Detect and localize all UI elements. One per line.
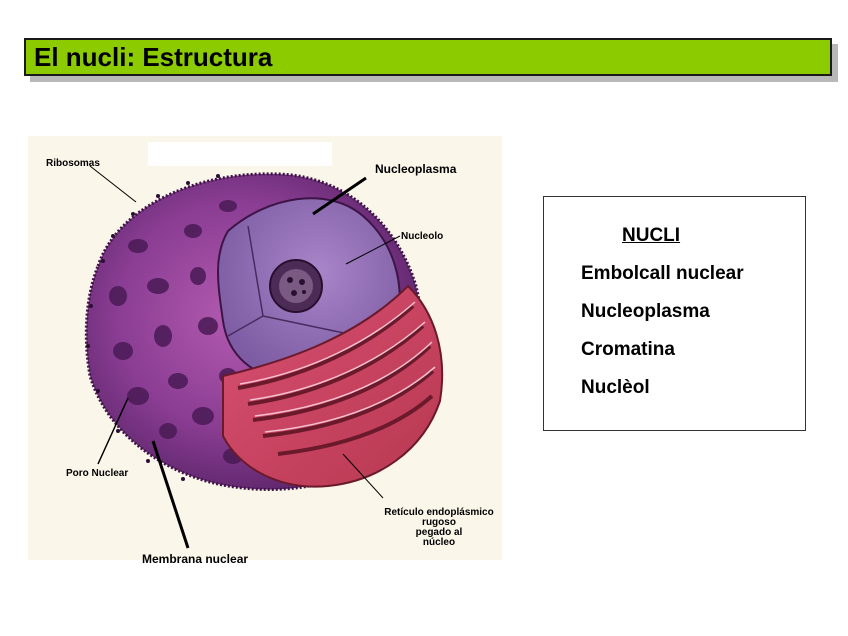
box-item: Cromatina bbox=[581, 339, 675, 360]
label-patch bbox=[148, 142, 332, 166]
label-ribosomas: Ribosomas bbox=[46, 158, 100, 169]
box-item: Nucleoplasma bbox=[581, 301, 710, 322]
box-item: Embolcall nuclear bbox=[581, 263, 744, 284]
leader-lines bbox=[89, 165, 401, 549]
label-poro-nuclear: Poro Nuclear bbox=[66, 468, 129, 479]
label-nucleoplasma: Nucleoplasma bbox=[375, 162, 457, 176]
ribosomes bbox=[86, 174, 220, 481]
nucleus-illustration bbox=[84, 142, 444, 549]
nuclear-pores bbox=[109, 200, 243, 464]
nucleolus-core bbox=[279, 269, 313, 303]
slide-title: El nucli: Estructura bbox=[34, 42, 273, 72]
label-nucleolo: Nucleolo bbox=[401, 231, 444, 242]
rough-er bbox=[222, 284, 444, 488]
title-bar: El nucli: Estructura bbox=[24, 38, 832, 76]
label-reticulo: Retículo endoplásmico rugoso pegado al n… bbox=[384, 507, 494, 548]
label-membrana-nuclear: Membrana nuclear bbox=[142, 552, 249, 566]
nucleolus-texture bbox=[287, 277, 306, 296]
summary-box: NUCLI Embolcall nuclear Nucleoplasma Cro… bbox=[543, 196, 806, 431]
nucleus-figure: Ribosomas Nucleoplasma Nucleolo Poro Nuc… bbox=[28, 136, 502, 566]
box-heading: NUCLI bbox=[622, 225, 681, 246]
box-item: Nuclèol bbox=[581, 377, 650, 398]
